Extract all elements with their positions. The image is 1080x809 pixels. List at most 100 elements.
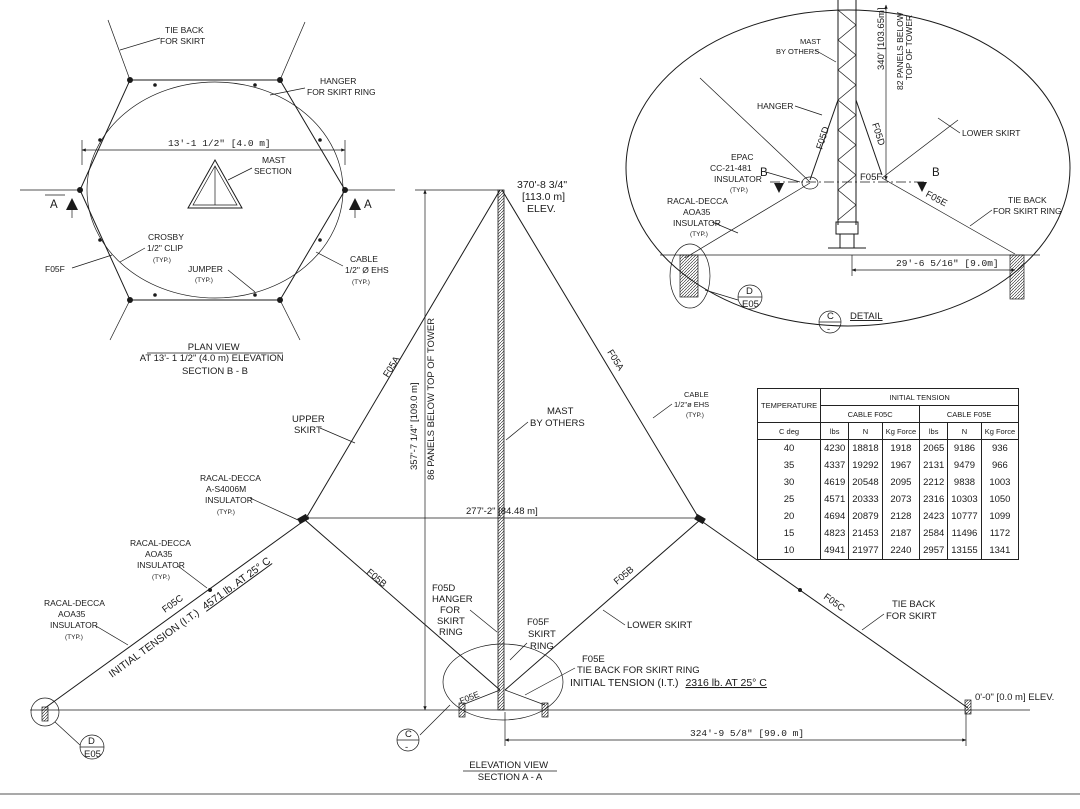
detail-panels-line1: 82 PANELS BELOW	[895, 12, 905, 90]
table-cell: 2584	[919, 525, 949, 542]
detail-tie-back-right	[881, 177, 1016, 255]
elevation-horizontal-dim-text: 277'-2" [84.48 m]	[466, 506, 538, 517]
table-cell: 2212	[919, 474, 949, 491]
initial-tension-left: INITIAL TENSION (I.T.) 4571 lb. AT 25° C	[107, 555, 274, 681]
table-cell: 10	[756, 542, 822, 560]
detail-d-circle	[30, 697, 60, 727]
elevation-anchors	[41, 699, 972, 722]
table-cell: 21453	[848, 525, 883, 542]
plan-jumper-label: JUMPER (TYP.)	[188, 264, 225, 284]
detail-f05d-left: F05D	[814, 125, 832, 151]
f05b-right-label: F05B	[612, 564, 636, 587]
mast-by-others-label: MAST BY OTHERS	[530, 406, 585, 429]
svg-text:D: D	[88, 736, 95, 747]
table-cell: 20548	[848, 474, 883, 491]
f05d-hanger-label: F05D HANGER FOR SKIRT RING	[432, 583, 475, 638]
table-cell: 1050	[980, 491, 1020, 508]
racal-aoa35-left-label: RACAL-DECCA AOA35 INSULATOR (TYP.)	[44, 598, 107, 641]
detail-b-right: B	[932, 167, 940, 179]
detail-tie-back-label: TIE BACK FOR SKIRT RING	[993, 195, 1062, 216]
table-cell: 936	[980, 439, 1020, 457]
initial-tension-right: INITIAL TENSION (I.T.) 2316 lb. AT 25° C	[570, 677, 767, 689]
table-cell: 2423	[919, 508, 949, 525]
elevation-view-title: ELEVATION VIEW SECTION A - A	[469, 760, 550, 783]
tie-back-skirt-ring-label: TIE BACK FOR SKIRT RING	[577, 665, 700, 676]
table-cell: 1967	[881, 457, 921, 474]
table-cell: 4337	[820, 457, 850, 474]
plan-hanger-label: HANGER FOR SKIRT RING	[307, 76, 376, 97]
table-cell: 25	[756, 491, 822, 508]
svg-text:C: C	[405, 729, 412, 740]
table-cell: 2957	[919, 542, 949, 560]
detail-racal-label: RACAL-DECCA AOA35 INSULATOR (TYP.)	[667, 196, 730, 238]
table-cell: 20879	[848, 508, 883, 525]
table-cell: 20333	[848, 491, 883, 508]
plan-tie-back-line	[107, 19, 131, 81]
detail-dim-vertical: 340' [103.65m]	[876, 7, 887, 70]
table-cell: 18818	[848, 439, 883, 457]
detail-anchors	[679, 254, 1025, 300]
th-temperature: TEMPERATURE	[756, 388, 822, 423]
table-cell: 19292	[848, 457, 883, 474]
table-cell: 4230	[820, 439, 850, 457]
plan-tie-back-line	[279, 21, 306, 81]
table-cell: 10777	[947, 508, 982, 525]
table-cell: 11496	[947, 525, 982, 542]
table-cell: 2128	[881, 508, 921, 525]
racal-a4006m-label: RACAL-DECCA A-S4006M INSULATOR (TYP.)	[200, 473, 263, 516]
plan-view-title: PLAN VIEW AT 13'- 1 1/2" (4.0 m) ELEVATI…	[140, 342, 287, 377]
mast-section-triangle	[187, 158, 243, 209]
svg-text:E05: E05	[84, 749, 101, 760]
elevation-vertical-dim-text: 357'-7 1/4" [109.0 m]	[409, 382, 420, 470]
table-cell: 2240	[881, 542, 921, 560]
plan-tie-back-label: TIE BACK FOR SKIRT	[160, 25, 206, 46]
f05b-left-label: F05B	[364, 567, 388, 590]
racal-aoa35-mid-label: RACAL-DECCA AOA35 INSULATOR (TYP.)	[130, 538, 193, 581]
upper-skirt-label: UPPER SKIRT	[292, 414, 327, 436]
tie-back-right	[699, 519, 969, 709]
detail-f05d-right: F05D	[869, 122, 887, 148]
detail-mast-by-others: MAST BY OTHERS	[776, 37, 823, 56]
tension-table: TEMPERATURE INITIAL TENSION CABLE F05C C…	[756, 388, 1020, 560]
f05a-right-label: F05A	[604, 348, 626, 374]
th-kgf: Kg Force	[881, 422, 921, 440]
th-lbs: lbs	[820, 422, 850, 440]
table-cell: 2316	[919, 491, 949, 508]
table-cell: 4823	[820, 525, 850, 542]
detail-tie-back-left	[684, 182, 811, 259]
detail-mast	[828, 0, 866, 249]
svg-text:C: C	[827, 311, 834, 322]
table-cell: 2073	[881, 491, 921, 508]
table-cell: 1341	[980, 542, 1020, 560]
f05e-label: F05E	[582, 654, 605, 665]
th-c-deg: C deg	[756, 422, 822, 440]
detail-b-left: B	[760, 167, 768, 179]
table-cell: 15	[756, 525, 822, 542]
table-cell: 2065	[919, 439, 949, 457]
table-cell: 13155	[947, 542, 982, 560]
table-cell: 966	[980, 457, 1020, 474]
table-cell: 10303	[947, 491, 982, 508]
table-cell: 9479	[947, 457, 982, 474]
detail-c-circle	[442, 643, 564, 721]
detail-f05e-label: F05E	[924, 189, 949, 209]
ground-elevation-label: 0'-0" [0.0 m] ELEV.	[975, 692, 1054, 703]
table-cell: 9186	[947, 439, 982, 457]
table-cell: 40	[756, 439, 822, 457]
table-cell: 9838	[947, 474, 982, 491]
detail-f05f-label: F05F	[860, 172, 882, 183]
upper-skirt-right	[501, 189, 701, 521]
table-cell: 4571	[820, 491, 850, 508]
table-cell: 21977	[848, 542, 883, 560]
callout-c-detail: C - DETAIL	[818, 310, 883, 335]
table-cell: 4619	[820, 474, 850, 491]
svg-text:E05: E05	[742, 299, 759, 310]
table-cell: 1172	[980, 525, 1020, 542]
table-cell: 1918	[881, 439, 921, 457]
svg-text:-: -	[827, 324, 830, 335]
